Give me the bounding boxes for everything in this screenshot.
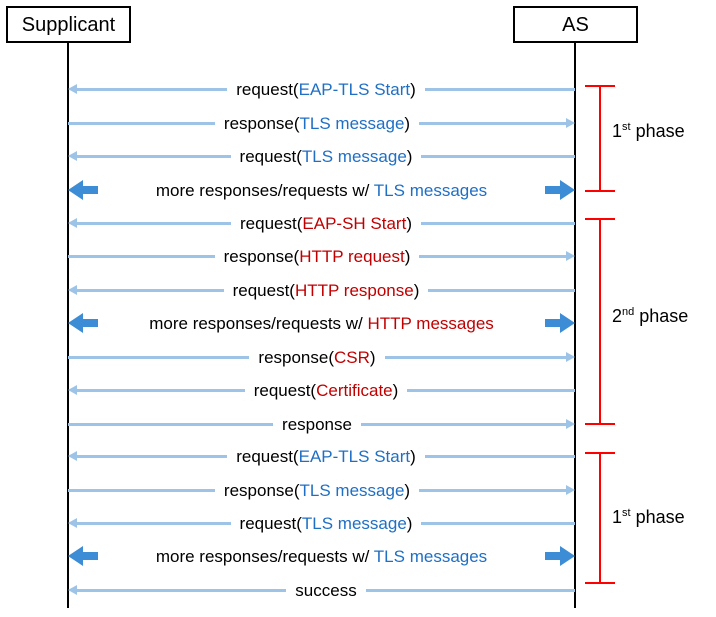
phase-label: 1st phase	[612, 507, 685, 527]
message-label: response(HTTP request)	[223, 246, 411, 266]
message-row[interactable]: more responses/requests w/ HTTP messages	[68, 310, 576, 336]
arrow-right-icon	[566, 485, 576, 495]
message-line	[77, 454, 228, 458]
bracket-bar	[599, 452, 601, 584]
arrow-right-icon	[566, 118, 576, 128]
arrow-left-icon	[68, 84, 77, 94]
message-line	[424, 87, 575, 91]
message-line	[68, 121, 215, 125]
actor-box-supplicant[interactable]: Supplicant	[6, 6, 131, 43]
arrow-left-icon	[68, 180, 98, 200]
message-line	[68, 355, 250, 359]
bracket-bar	[599, 85, 601, 192]
message-row[interactable]: response(TLS message)	[68, 477, 576, 503]
bracket-cap-bottom	[585, 423, 615, 425]
arrow-left-icon	[68, 151, 77, 161]
message-row[interactable]: response(TLS message)	[68, 110, 576, 136]
message-line	[77, 87, 228, 91]
arrow-right-icon	[545, 180, 576, 200]
message-line	[68, 422, 274, 426]
message-row[interactable]: response(HTTP request)	[68, 243, 576, 269]
message-label: request(TLS message)	[239, 146, 413, 166]
message-label: response(TLS message)	[223, 113, 411, 133]
phase-bracket	[585, 452, 615, 584]
message-row[interactable]: request(Certificate)	[68, 377, 576, 403]
phase-bracket	[585, 85, 615, 192]
message-label: request(EAP-SH Start)	[240, 213, 412, 233]
arrow-left-icon	[68, 385, 77, 395]
message-line	[424, 454, 575, 458]
message-line	[419, 121, 567, 125]
message-row[interactable]: success	[68, 577, 576, 603]
message-line	[384, 355, 566, 359]
message-label: success	[295, 580, 357, 600]
bracket-cap-bottom	[585, 582, 615, 584]
message-label: request(EAP-TLS Start)	[236, 446, 416, 466]
message-line	[77, 588, 287, 592]
actor-label-as: AS	[562, 13, 589, 36]
message-label: request(HTTP response)	[232, 280, 420, 300]
message-row[interactable]: more responses/requests w/ TLS messages	[68, 177, 576, 203]
arrow-left-icon	[68, 451, 77, 461]
message-row[interactable]: response(CSR)	[68, 344, 575, 370]
message-label: request(TLS message)	[239, 513, 413, 533]
arrow-left-icon	[68, 285, 77, 295]
message-label: response(TLS message)	[223, 480, 411, 500]
message-line	[420, 221, 575, 225]
message-row[interactable]: response	[68, 411, 575, 437]
message-line	[365, 588, 576, 592]
message-row[interactable]: request(TLS message)	[68, 510, 575, 536]
message-line	[419, 488, 567, 492]
message-line	[68, 254, 215, 258]
message-line	[77, 521, 231, 525]
message-line	[407, 388, 576, 392]
arrow-left-icon	[68, 218, 77, 228]
message-line	[77, 154, 231, 158]
message-row[interactable]: request(TLS message)	[68, 143, 575, 169]
message-label: response	[282, 414, 352, 434]
message-line	[77, 288, 224, 292]
message-line	[360, 422, 566, 426]
actor-box-as[interactable]: AS	[513, 6, 638, 43]
message-line	[68, 488, 215, 492]
message-label: response(CSR)	[258, 347, 376, 367]
bracket-bar	[599, 218, 601, 425]
message-label: more responses/requests w/ HTTP messages	[149, 313, 494, 333]
message-label: more responses/requests w/ TLS messages	[155, 180, 488, 200]
arrow-left-icon	[68, 313, 98, 333]
phase-bracket	[585, 218, 615, 425]
arrow-left-icon	[68, 585, 77, 595]
bracket-cap-bottom	[585, 190, 615, 192]
arrow-right-icon	[545, 313, 576, 333]
arrow-left-icon	[68, 546, 98, 566]
message-row[interactable]: more responses/requests w/ TLS messages	[68, 543, 576, 569]
message-line	[419, 254, 567, 258]
message-line	[428, 288, 575, 292]
phase-label: 1st phase	[612, 121, 685, 141]
arrow-right-icon	[545, 546, 576, 566]
message-line	[421, 521, 575, 525]
message-line	[77, 221, 232, 225]
message-label: request(EAP-TLS Start)	[236, 79, 416, 99]
message-row[interactable]: request(EAP-TLS Start)	[68, 443, 575, 469]
arrow-left-icon	[68, 518, 77, 528]
message-line	[421, 154, 575, 158]
message-label: request(Certificate)	[253, 380, 399, 400]
arrow-right-icon	[566, 419, 575, 429]
message-label: more responses/requests w/ TLS messages	[155, 546, 488, 566]
arrow-right-icon	[566, 352, 575, 362]
phase-label: 2nd phase	[612, 306, 689, 326]
message-line	[77, 388, 245, 392]
arrow-right-icon	[566, 251, 576, 261]
message-row[interactable]: request(EAP-TLS Start)	[68, 76, 575, 102]
message-row[interactable]: request(EAP-SH Start)	[68, 210, 575, 236]
message-row[interactable]: request(HTTP response)	[68, 277, 575, 303]
actor-label-supplicant: Supplicant	[21, 13, 116, 36]
